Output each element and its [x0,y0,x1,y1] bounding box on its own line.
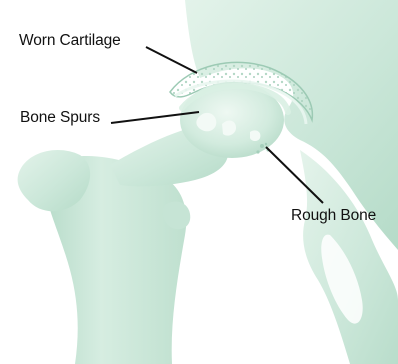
bone-spurs-label: Bone Spurs [20,110,100,126]
rough-bone-label: Rough Bone [291,208,376,224]
worn-cartilage-label: Worn Cartilage [19,33,121,49]
worn-cartilage-leader [146,47,197,73]
